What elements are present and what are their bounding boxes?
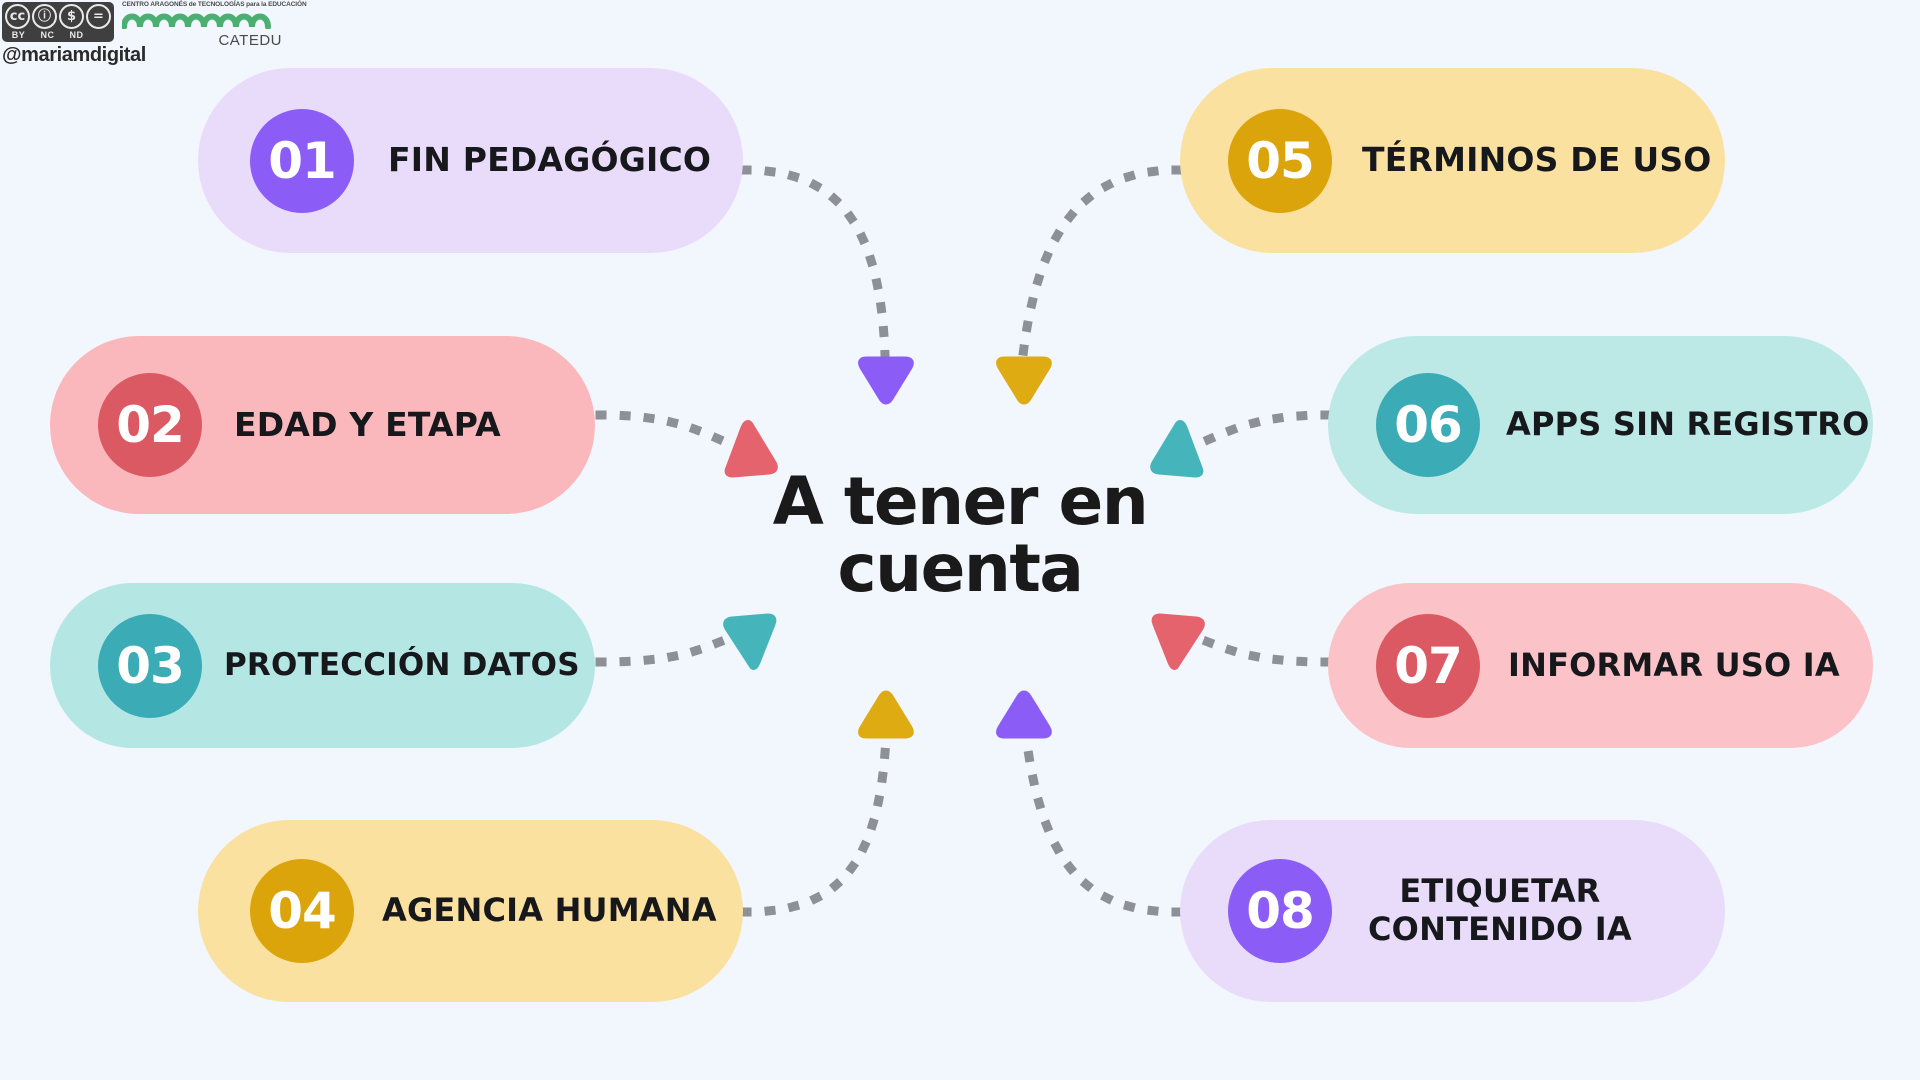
card-01-number-badge: 01 [250,108,354,213]
arrowhead-08 [996,690,1052,739]
card-07-label: INFORMAR USO IA [1508,645,1840,684]
catedu-logo: CENTRO ARAGONÉS de TECNOLOGÍAS para la E… [121,1,307,49]
card-07[interactable]: 07 INFORMAR USO IA [1328,583,1873,748]
connector-line-08 [1020,729,1183,917]
connector-line-02 [595,410,754,456]
author-handle: @mariamdigital [2,44,146,66]
connector-line-04 [740,730,891,917]
arrowhead-07 [1151,613,1205,670]
creative-commons-license-badge: cc ⓘ $ = BY NC ND [2,2,114,42]
center-title-line2: cuenta [837,530,1084,608]
arrowhead-04 [858,690,914,739]
card-03-number-badge: 03 [98,613,202,718]
card-05-number-badge: 05 [1228,108,1332,213]
connector-line-05 [1017,165,1183,361]
arrowhead-01 [858,356,914,405]
card-04-number-badge: 04 [250,859,354,963]
arrowhead-02 [724,420,778,478]
card-07-number-badge: 07 [1376,613,1480,718]
card-08-label-line2: CONTENIDO IA [1368,910,1632,948]
card-03[interactable]: 03 PROTECCIÓN DATOS [50,583,595,748]
card-01[interactable]: 01 FIN PEDAGÓGICO [198,68,743,253]
license-mark-by: BY [11,30,26,40]
card-04[interactable]: 04 AGENCIA HUMANA [198,820,743,1002]
card-05[interactable]: 05 TÉRMINOS DE USO [1180,68,1725,253]
connector-line-07 [1182,629,1332,667]
noncommercial-icon: $ [59,4,84,29]
card-06[interactable]: 06 APPS SIN REGISTRO [1328,336,1873,514]
card-02-number-badge: 02 [98,373,202,477]
card-02[interactable]: 02 EDAD Y ETAPA [50,336,595,514]
catedu-tagline: CENTRO ARAGONÉS de TECNOLOGÍAS para la E… [122,1,307,8]
card-03-label: PROTECCIÓN DATOS [224,647,580,684]
center-title: A tener en cuenta [660,468,1260,603]
catedu-wordmark: CATEDU [218,32,282,49]
connector-line-03 [595,629,746,667]
card-05-label: TÉRMINOS DE USO [1362,140,1712,180]
card-01-label: FIN PEDAGÓGICO [388,140,712,180]
license-mark-nc: NC [40,30,55,40]
card-06-label: APPS SIN REGISTRO [1506,405,1870,444]
arrowhead-03 [723,613,777,670]
card-08-number-badge: 08 [1228,859,1332,963]
card-08[interactable]: 08 ETIQUETAR CONTENIDO IA [1180,820,1725,1002]
card-08-label: ETIQUETAR CONTENIDO IA [1368,872,1632,949]
arrowhead-05 [996,356,1052,405]
noderivatives-icon: = [86,4,111,29]
card-04-label: AGENCIA HUMANA [382,891,717,930]
license-mark-nd: ND [69,30,84,40]
card-02-label: EDAD Y ETAPA [234,404,501,444]
center-title-line1: A tener en [772,463,1149,540]
arrowhead-06 [1150,420,1204,478]
cc-icon: cc [5,4,30,29]
catedu-wave-icon [121,9,282,34]
connector-line-06 [1174,410,1332,456]
license-mark-labels: BY NC ND [5,30,111,40]
card-06-number-badge: 06 [1376,373,1480,477]
attribution-by-icon: ⓘ [32,4,57,29]
connector-line-01 [740,165,890,360]
card-08-label-line1: ETIQUETAR [1399,872,1601,911]
